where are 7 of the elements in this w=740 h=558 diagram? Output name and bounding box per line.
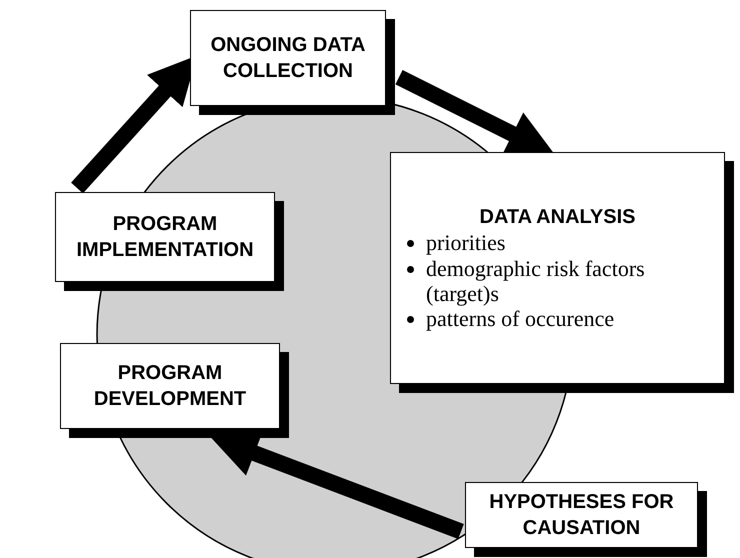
box-title: HYPOTHESES FOR CAUSATION (488, 490, 675, 541)
box-title: PROGRAM DEVELOPMENT (92, 361, 248, 412)
box-title: PROGRAM IMPLEMENTATION (75, 212, 255, 263)
bullet-item: priorities (426, 230, 506, 256)
box-title: ONGOING DATA COLLECTION (210, 33, 366, 84)
bullet-item: patterns of occurence (426, 306, 614, 332)
box-title: DATA ANALYSIS (480, 205, 636, 230)
